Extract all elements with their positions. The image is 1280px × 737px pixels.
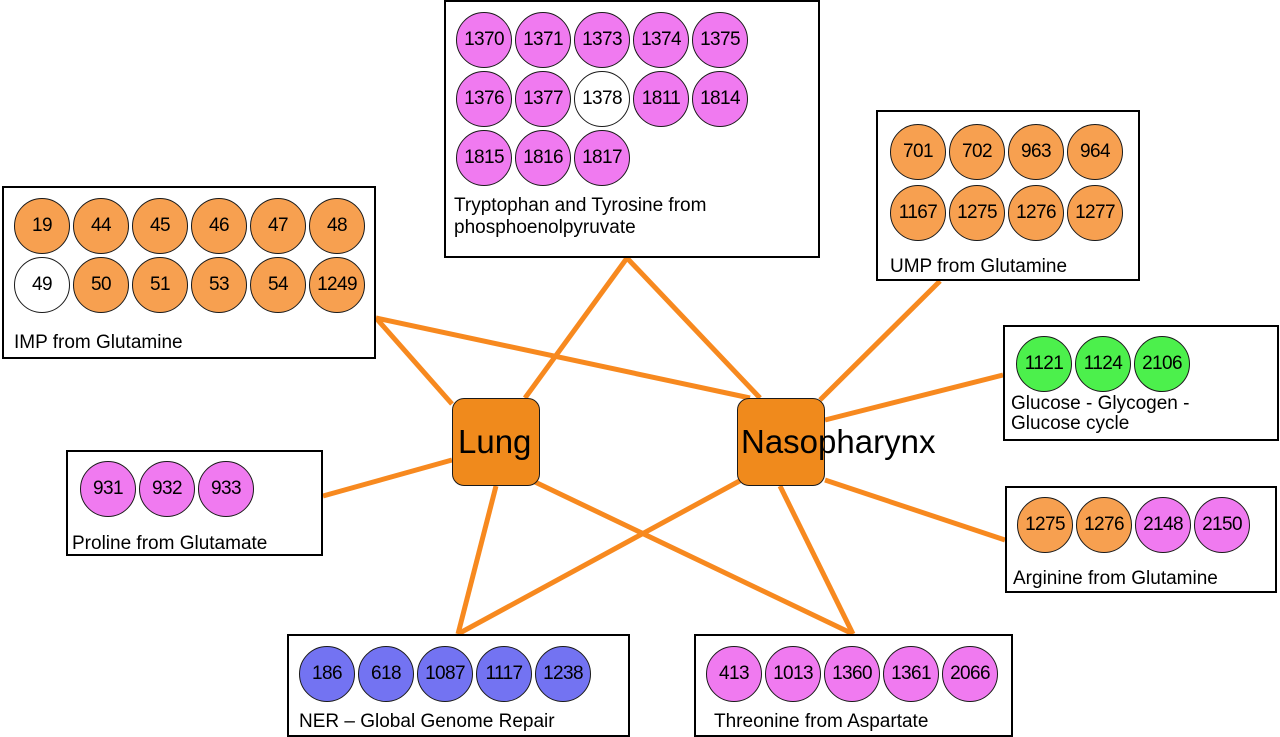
group-label: Proline from Glutamate: [72, 533, 268, 554]
group-label: NER – Global Genome Repair: [299, 711, 555, 732]
node-964[interactable]: 964: [1067, 124, 1123, 180]
edge-nasopharynx-tryptophan: [625, 256, 762, 400]
node-1275[interactable]: 1275: [1017, 497, 1073, 553]
edge-nasopharynx-imp: [375, 315, 751, 401]
edge-lung-ner: [455, 485, 499, 635]
node-44[interactable]: 44: [73, 198, 129, 254]
node-1375[interactable]: 1375: [692, 12, 748, 68]
node-1167[interactable]: 1167: [890, 185, 946, 241]
node-47[interactable]: 47: [250, 198, 306, 254]
group-label: Threonine from Aspartate: [714, 711, 929, 732]
group-label: Tryptophan and Tyrosine from phosphoenol…: [454, 195, 707, 238]
node-1276[interactable]: 1276: [1008, 185, 1064, 241]
edge-nasopharynx-ump: [818, 279, 942, 402]
node-963[interactable]: 963: [1008, 124, 1064, 180]
node-46[interactable]: 46: [191, 198, 247, 254]
edge-nasopharynx-glucose: [824, 372, 1004, 423]
node-2066[interactable]: 2066: [942, 646, 998, 702]
hub-lung[interactable]: [452, 398, 540, 486]
node-1249[interactable]: 1249: [309, 257, 365, 313]
node-19[interactable]: 19: [14, 198, 70, 254]
node-1013[interactable]: 1013: [765, 646, 821, 702]
node-1814[interactable]: 1814: [692, 71, 748, 127]
node-1374[interactable]: 1374: [633, 12, 689, 68]
hub-nasopharynx-label: Nasopharynx: [741, 423, 936, 460]
node-701[interactable]: 701: [890, 124, 946, 180]
node-1276[interactable]: 1276: [1076, 497, 1132, 553]
node-1811[interactable]: 1811: [633, 71, 689, 127]
edge-nasopharynx-arginine: [824, 477, 1006, 543]
edge-nasopharynx-ner: [456, 475, 747, 637]
node-702[interactable]: 702: [949, 124, 1005, 180]
node-2150[interactable]: 2150: [1194, 497, 1250, 553]
node-413[interactable]: 413: [706, 646, 762, 702]
hub-lung-label: Lung: [458, 423, 532, 460]
node-1815[interactable]: 1815: [456, 130, 512, 186]
node-48[interactable]: 48: [309, 198, 365, 254]
node-1360[interactable]: 1360: [824, 646, 880, 702]
edge-lung-tryptophan: [522, 256, 630, 400]
node-45[interactable]: 45: [132, 198, 188, 254]
group-label: Arginine from Glutamine: [1013, 568, 1218, 589]
node-1376[interactable]: 1376: [456, 71, 512, 127]
group-tryptophan[interactable]: Tryptophan and Tyrosine from phosphoenol…: [444, 0, 820, 258]
node-2106[interactable]: 2106: [1134, 336, 1190, 392]
edge-lung-threonine: [533, 479, 855, 637]
node-618[interactable]: 618: [358, 646, 414, 702]
node-1121[interactable]: 1121: [1016, 336, 1072, 392]
node-1817[interactable]: 1817: [574, 130, 630, 186]
node-53[interactable]: 53: [191, 257, 247, 313]
node-1117[interactable]: 1117: [476, 646, 532, 702]
group-label: Glucose - Glycogen - Glucose cycle: [1011, 393, 1190, 434]
node-186[interactable]: 186: [299, 646, 355, 702]
node-1124[interactable]: 1124: [1075, 336, 1131, 392]
edge-lung-proline: [322, 457, 453, 499]
node-1378[interactable]: 1378: [574, 71, 630, 127]
node-932[interactable]: 932: [139, 461, 195, 517]
node-931[interactable]: 931: [80, 461, 136, 517]
node-1377[interactable]: 1377: [515, 71, 571, 127]
node-1087[interactable]: 1087: [417, 646, 473, 702]
group-label: IMP from Glutamine: [14, 332, 183, 353]
node-1361[interactable]: 1361: [883, 646, 939, 702]
node-1373[interactable]: 1373: [574, 12, 630, 68]
group-label: UMP from Glutamine: [890, 256, 1068, 277]
node-51[interactable]: 51: [132, 257, 188, 313]
node-54[interactable]: 54: [250, 257, 306, 313]
node-1277[interactable]: 1277: [1067, 185, 1123, 241]
node-1816[interactable]: 1816: [515, 130, 571, 186]
node-1371[interactable]: 1371: [515, 12, 571, 68]
node-1275[interactable]: 1275: [949, 185, 1005, 241]
node-2148[interactable]: 2148: [1135, 497, 1191, 553]
node-1370[interactable]: 1370: [456, 12, 512, 68]
node-933[interactable]: 933: [198, 461, 254, 517]
node-49[interactable]: 49: [14, 257, 70, 313]
hub-nasopharynx[interactable]: [737, 398, 825, 486]
edge-nasopharynx-threonine: [777, 484, 856, 636]
node-50[interactable]: 50: [73, 257, 129, 313]
edge-lung-imp: [374, 316, 454, 406]
node-1238[interactable]: 1238: [535, 646, 591, 702]
